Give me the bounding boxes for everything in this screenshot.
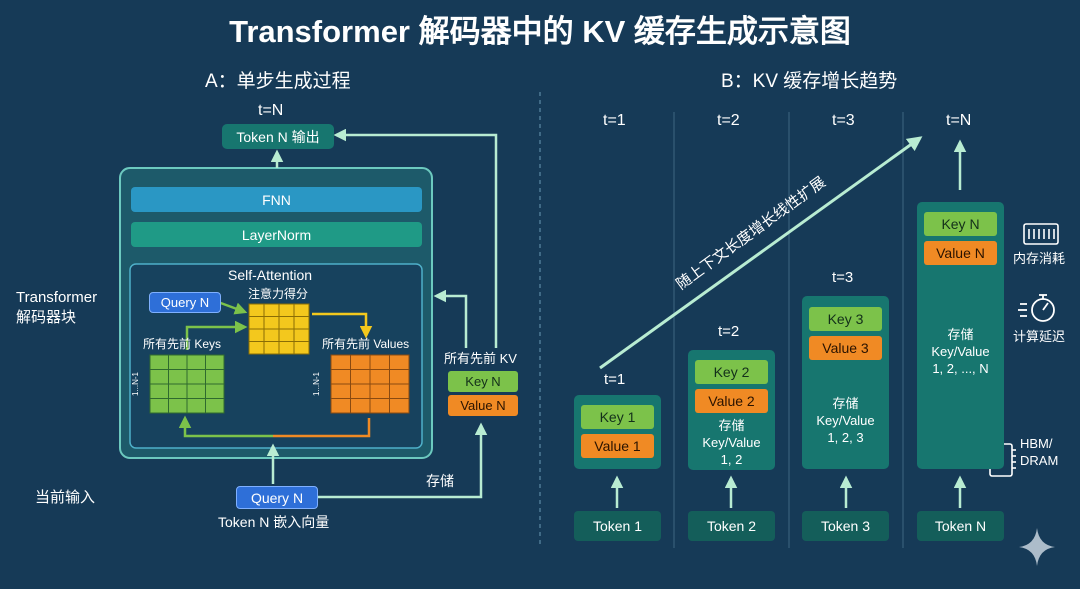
panel-a-title: A：单步生成过程 xyxy=(205,71,351,92)
legend-latency-label: 计算延迟 xyxy=(1013,329,1066,344)
col1-key-box: Key 1 xyxy=(581,405,654,429)
arrow-keys-to-scores xyxy=(185,320,248,350)
page-title: Transformer 解码器中的 KV 缓存生成示意图 xyxy=(229,14,851,49)
arrow-cache-to-attention xyxy=(433,289,468,348)
arrow-scores-to-values xyxy=(312,312,373,339)
col3-t-label: t=3 xyxy=(832,269,854,286)
col3-store-range: 1, 2, 3 xyxy=(827,430,864,445)
col2-value-box: Value 2 xyxy=(695,389,768,413)
panel-b-title: B：KV 缓存增长趋势 xyxy=(721,71,898,92)
stopwatch-icon xyxy=(1018,294,1055,322)
memory-icon xyxy=(1023,223,1059,245)
col3-token-box: Token 3 xyxy=(802,511,889,541)
coln-store-range: 1, 2, ..., N xyxy=(932,361,989,376)
prev-values-label: 所有先前 Values xyxy=(322,337,410,351)
prev-keys-grid xyxy=(149,354,225,414)
coln-value-box: Value N xyxy=(924,241,997,265)
col1-value-box: Value 1 xyxy=(581,434,654,458)
decoder-block-label: Transformer 解码器块 xyxy=(16,289,98,326)
current-input-label: 当前输入 xyxy=(35,489,96,506)
keys-range-label: 1...N-1 xyxy=(131,371,141,397)
embedding-label: Token N 嵌入向量 xyxy=(218,514,330,530)
arrow-store-to-cache xyxy=(318,422,488,499)
panel-a-t-label: t=N xyxy=(258,102,284,119)
top-t-1: t=1 xyxy=(603,112,626,129)
prev-keys-label: 所有先前 Keys xyxy=(143,337,222,351)
layernorm-bar: LayerNorm xyxy=(131,222,422,247)
store-label: 存储 xyxy=(426,473,454,489)
col2-t-label: t=2 xyxy=(718,323,740,340)
top-t-3: t=3 xyxy=(832,112,855,129)
top-t-2: t=2 xyxy=(717,112,740,129)
arrow-feedback-green xyxy=(178,415,273,438)
fnn-bar: FNN xyxy=(131,187,422,212)
arrow-query-to-scores xyxy=(217,300,248,315)
legend-dram-label: DRAM xyxy=(1020,453,1059,468)
coln-store-label: 存储 xyxy=(947,327,974,342)
query-n-box: Query N xyxy=(149,292,221,313)
col1-token-box: Token 1 xyxy=(574,511,661,541)
coln-key-box: Key N xyxy=(924,212,997,236)
legend-memory-label: 内存消耗 xyxy=(1013,251,1066,266)
col3-value-box: Value 3 xyxy=(809,336,882,360)
coln-store-detail: Key/Value xyxy=(931,344,990,359)
attention-score-grid xyxy=(248,303,310,355)
sparkle-icon xyxy=(1019,528,1055,566)
token-output-box: Token N 输出 xyxy=(222,124,334,149)
token-arrows xyxy=(610,139,967,508)
col2-store-detail: Key/Value xyxy=(702,435,761,450)
col2-store-label: 存储 xyxy=(718,418,745,433)
coln-token-box: Token N xyxy=(917,511,1004,541)
arrow-output-loop xyxy=(333,128,498,348)
col2-store-range: 1, 2 xyxy=(720,452,743,467)
key-n-box: Key N xyxy=(448,371,518,392)
top-t-n: t=N xyxy=(946,112,972,129)
col3-store-detail: Key/Value xyxy=(816,413,875,428)
col3-key-box: Key 3 xyxy=(809,307,882,331)
col3-store-label: 存储 xyxy=(832,396,859,411)
col1-t-label: t=1 xyxy=(604,371,626,388)
col2-key-box: Key 2 xyxy=(695,360,768,384)
legend-hbm-label: HBM/ xyxy=(1020,436,1053,451)
values-range-label: 1...N-1 xyxy=(312,371,322,397)
input-query-box: Query N xyxy=(236,486,318,509)
col2-token-box: Token 2 xyxy=(688,511,775,541)
trend-arrow xyxy=(599,136,923,370)
prev-values-grid xyxy=(330,354,410,414)
prev-kv-label: 所有先前 KV xyxy=(444,351,517,366)
value-n-box: Value N xyxy=(448,395,518,416)
arrow-feedback-orange xyxy=(273,418,371,438)
attention-scores-label: 注意力得分 xyxy=(248,287,309,301)
self-attention-label: Self-Attention xyxy=(228,267,313,283)
column-dividers xyxy=(673,112,904,548)
